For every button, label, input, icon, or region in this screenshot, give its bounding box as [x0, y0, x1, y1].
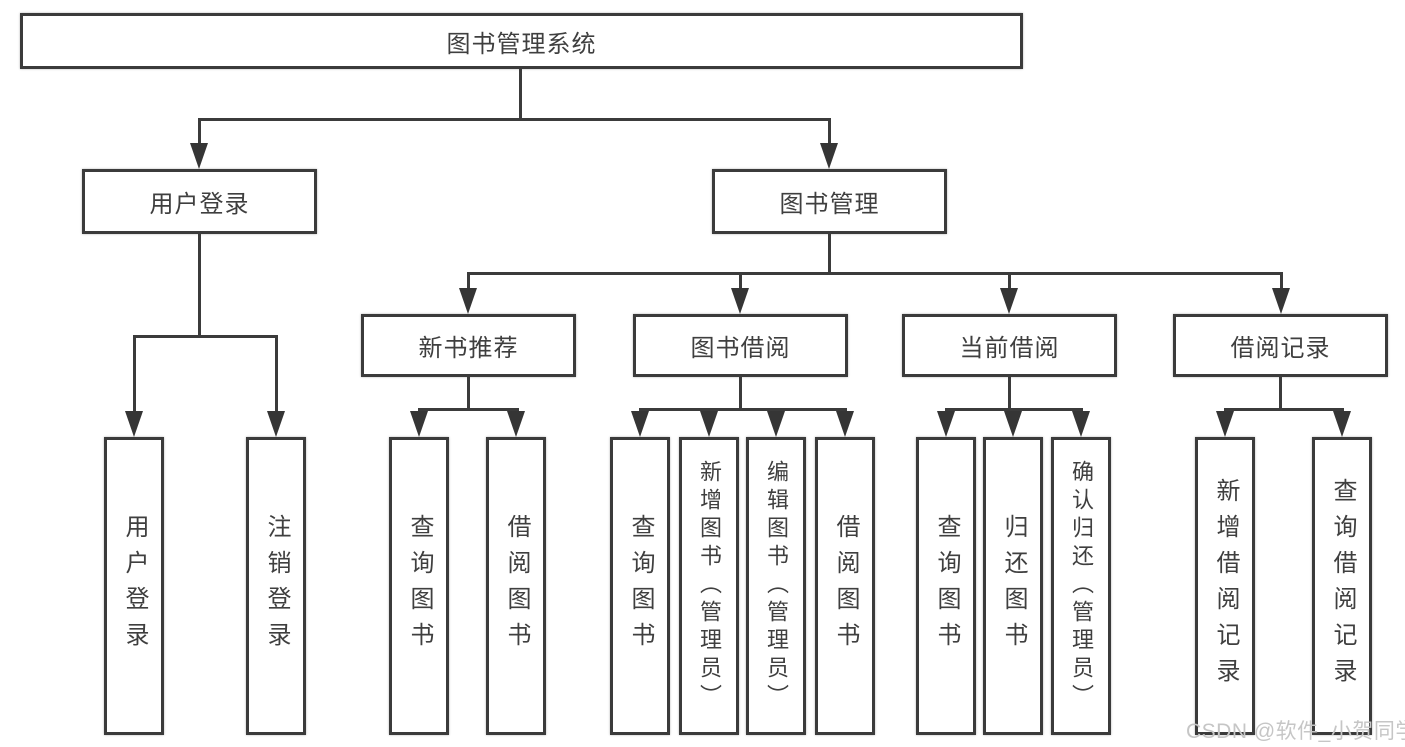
- leaf-label: 归还图书: [1000, 514, 1027, 658]
- leaf-query-books-recommend: 查询图书: [389, 437, 449, 735]
- connector-line: [828, 118, 831, 148]
- arrow-down-icon: [1000, 288, 1018, 314]
- leaf-query-books-borrowing: 查询图书: [610, 437, 670, 735]
- arrow-down-icon: [190, 143, 208, 169]
- connector-line: [739, 272, 742, 292]
- leaf-borrow-books-borrowing: 借阅图书: [815, 437, 875, 735]
- connector-line: [275, 335, 278, 415]
- arrow-down-icon: [820, 143, 838, 169]
- leaf-label: 新增借阅记录: [1212, 478, 1239, 694]
- leaf-label: 查询图书: [933, 514, 960, 658]
- arrow-down-icon: [700, 411, 718, 437]
- node-root-library-management-system: 图书管理系统: [20, 13, 1023, 69]
- arrow-down-icon: [410, 411, 428, 437]
- arrow-down-icon: [731, 288, 749, 314]
- leaf-label: 用户登录: [121, 514, 148, 658]
- csdn-watermark: CSDN @软件_小贺同学: [1186, 720, 1405, 743]
- connector-line: [198, 118, 201, 148]
- arrow-down-icon: [1272, 288, 1290, 314]
- connector-line: [828, 234, 831, 272]
- leaf-label: 编辑图书（管理员）: [764, 460, 789, 712]
- leaf-return-books: 归还图书: [983, 437, 1043, 735]
- connector-line: [198, 234, 201, 335]
- arrow-down-icon: [125, 411, 143, 437]
- leaf-add-borrow-record: 新增借阅记录: [1195, 437, 1255, 735]
- connector-line: [467, 272, 1283, 275]
- leaf-label: 查询借阅记录: [1329, 478, 1356, 694]
- arrow-down-icon: [1333, 411, 1351, 437]
- leaf-borrow-books-recommend: 借阅图书: [486, 437, 546, 735]
- arrow-down-icon: [767, 411, 785, 437]
- leaf-confirm-return-admin: 确认归还（管理员）: [1051, 437, 1111, 735]
- leaf-query-borrow-record: 查询借阅记录: [1312, 437, 1372, 735]
- node-book-management: 图书管理: [712, 169, 947, 234]
- connector-line: [418, 408, 519, 411]
- arrow-down-icon: [836, 411, 854, 437]
- connector-line: [1008, 272, 1011, 292]
- connector-line: [133, 335, 278, 338]
- connector-line: [467, 272, 470, 292]
- connector-line: [739, 377, 742, 408]
- leaf-label: 注销登录: [263, 514, 290, 658]
- leaf-label: 查询图书: [627, 514, 654, 658]
- arrow-down-icon: [1072, 411, 1090, 437]
- arrow-down-icon: [459, 288, 477, 314]
- leaf-add-book-admin: 新增图书（管理员）: [679, 437, 739, 735]
- arrow-down-icon: [1216, 411, 1234, 437]
- connector-line: [1279, 377, 1282, 408]
- connector-line: [467, 377, 470, 408]
- connector-line: [198, 118, 831, 121]
- leaf-query-books-current: 查询图书: [916, 437, 976, 735]
- leaf-edit-book-admin: 编辑图书（管理员）: [746, 437, 806, 735]
- leaf-label: 查询图书: [406, 514, 433, 658]
- leaf-user-login: 用户登录: [104, 437, 164, 735]
- arrow-down-icon: [507, 411, 525, 437]
- leaf-label: 借阅图书: [832, 514, 859, 658]
- leaf-label: 确认归还（管理员）: [1069, 460, 1094, 712]
- node-borrowing-records: 借阅记录: [1173, 314, 1388, 377]
- leaf-logout: 注销登录: [246, 437, 306, 735]
- connector-line: [1008, 377, 1011, 408]
- arrow-down-icon: [937, 411, 955, 437]
- connector-line: [1280, 272, 1283, 292]
- node-book-borrowing: 图书借阅: [633, 314, 848, 377]
- leaf-label: 借阅图书: [503, 514, 530, 658]
- connector-line: [133, 335, 136, 415]
- arrow-down-icon: [631, 411, 649, 437]
- node-current-borrowing: 当前借阅: [902, 314, 1117, 377]
- arrow-down-icon: [1004, 411, 1022, 437]
- node-user-login: 用户登录: [82, 169, 317, 234]
- connector-line: [1224, 408, 1344, 411]
- node-new-book-recommend: 新书推荐: [361, 314, 576, 377]
- connector-line: [639, 408, 847, 411]
- connector-line: [519, 69, 522, 118]
- leaf-label: 新增图书（管理员）: [697, 460, 722, 712]
- arrow-down-icon: [267, 411, 285, 437]
